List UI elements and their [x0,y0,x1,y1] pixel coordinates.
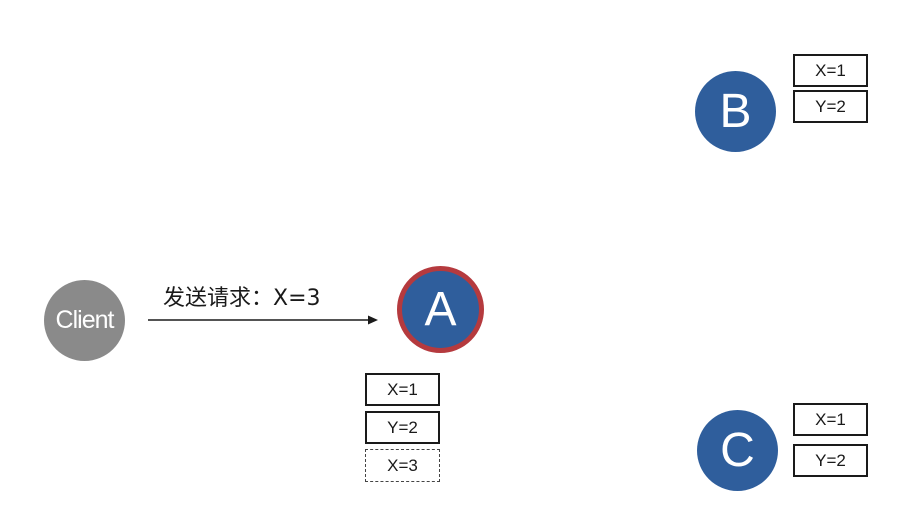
node-a-label: A [424,283,457,336]
node-c-store-x: X=1 [793,403,868,436]
node-c-label: C [720,424,755,477]
node-a-store-y: Y=2 [365,411,440,444]
node-b: B [695,71,776,152]
node-b-store-x: X=1 [793,54,868,87]
request-label: 发送请求：X=3 [163,286,321,311]
node-a-pending-write: X=3 [365,449,440,482]
node-b-store-y: Y=2 [793,90,868,123]
client-node: Client [44,280,125,361]
node-a-store-x: X=1 [365,373,440,406]
node-c-store-y: Y=2 [793,444,868,477]
node-b-label: B [719,85,752,138]
client-label: Client [55,306,115,334]
node-a: A [397,266,484,353]
node-c: C [697,410,778,491]
